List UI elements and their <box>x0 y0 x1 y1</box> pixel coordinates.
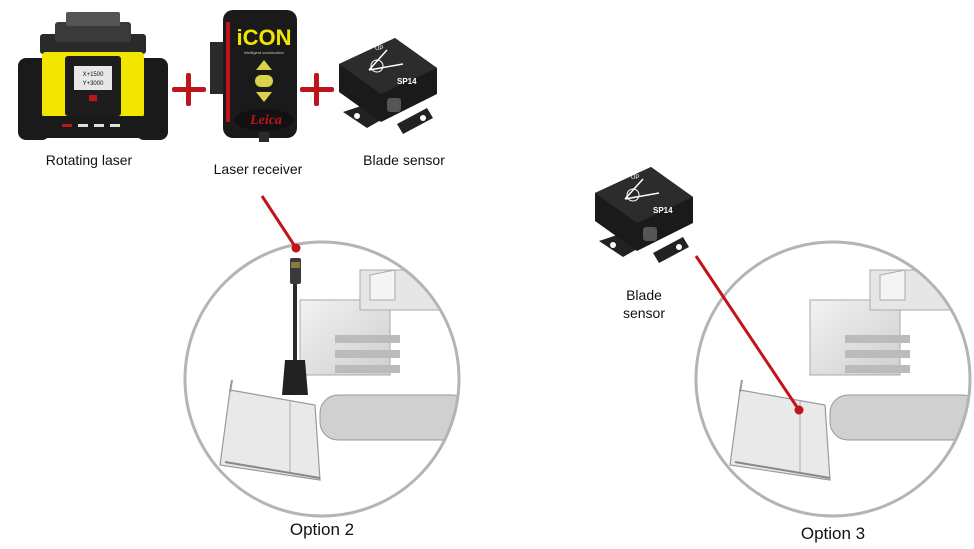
option3-sensor-label: Blade sensor <box>604 286 684 322</box>
option2-leader-line <box>260 195 298 249</box>
option2-dozer-illustration <box>183 240 461 518</box>
rotating-laser-label: Rotating laser <box>45 152 133 168</box>
option3-circle-frame <box>694 240 972 518</box>
option3-dozer-illustration <box>694 240 972 518</box>
option2-circle-frame <box>183 240 461 518</box>
rotating-laser-display-line1: X+1500 <box>83 72 105 78</box>
blade-sensor-image: UP SP14 <box>339 38 437 134</box>
plus-icon <box>172 73 206 106</box>
blade-sensor-model-text: SP14 <box>397 77 417 86</box>
receiver-leica-logo: Leica <box>249 113 282 128</box>
laser-receiver-label: Laser receiver <box>213 161 303 177</box>
blade-sensor-up-text: UP <box>375 46 383 52</box>
receiver-brand-subtitle: intelligent construction <box>244 50 284 55</box>
plus-icon <box>300 73 334 106</box>
option3-sensor-up-text: UP <box>631 175 639 181</box>
option2-label: Option 2 <box>289 520 355 539</box>
rotating-laser-image: X+1500 Y+3000 <box>18 12 168 140</box>
option2-leader-dot <box>291 243 301 253</box>
option3-sensor-label-line2: sensor <box>622 305 666 321</box>
blade-sensor-label: Blade sensor <box>363 152 445 168</box>
receiver-brand-logo: iCON <box>237 25 292 50</box>
option3-leader-dot <box>794 405 804 415</box>
rotating-laser-display-line2: Y+3000 <box>83 81 105 87</box>
laser-receiver-image: iCON intelligent construction Leica <box>210 10 297 142</box>
option3-sensor-model-text: SP14 <box>653 206 673 215</box>
option3-sensor-label-line1: Blade <box>626 287 662 303</box>
option3-label: Option 3 <box>800 524 866 543</box>
mast-receiver-image <box>282 258 308 395</box>
option3-leader-line <box>694 255 801 411</box>
option3-blade-sensor-image: UP SP14 <box>595 167 693 263</box>
